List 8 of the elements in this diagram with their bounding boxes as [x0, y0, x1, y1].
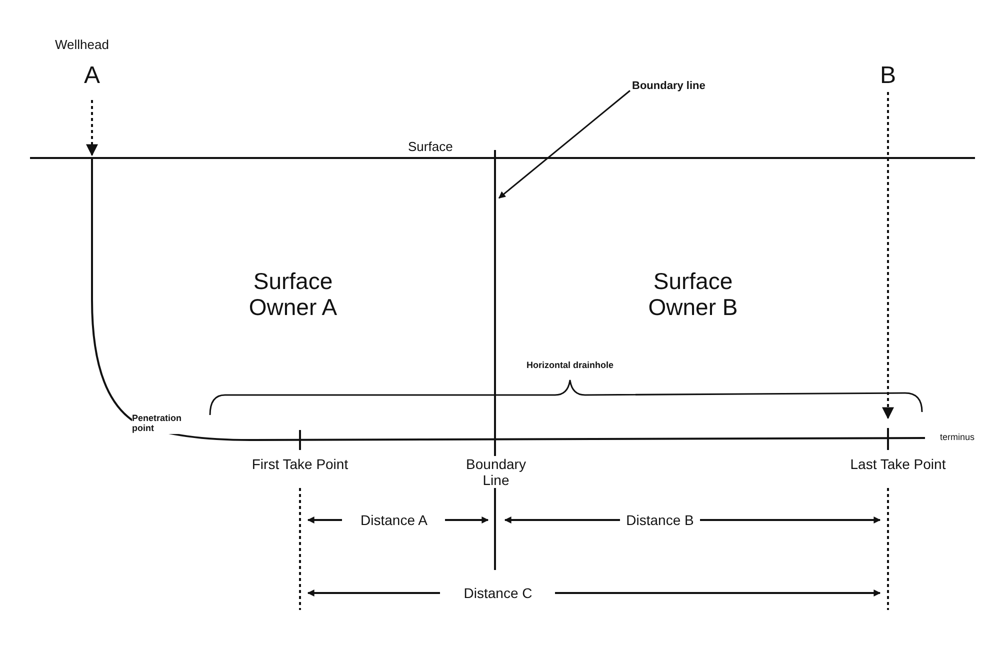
dimension-label: Distance B — [626, 512, 694, 528]
leader-line — [498, 90, 630, 199]
boundary-line — [494, 150, 496, 570]
dimension-label: Distance C — [464, 585, 532, 602]
brace-label: Horizontal drainhole — [526, 360, 614, 370]
dimension-label: Distance A — [360, 512, 428, 528]
callout-text: Boundary line — [632, 80, 706, 93]
callout-text: terminus — [940, 432, 975, 442]
